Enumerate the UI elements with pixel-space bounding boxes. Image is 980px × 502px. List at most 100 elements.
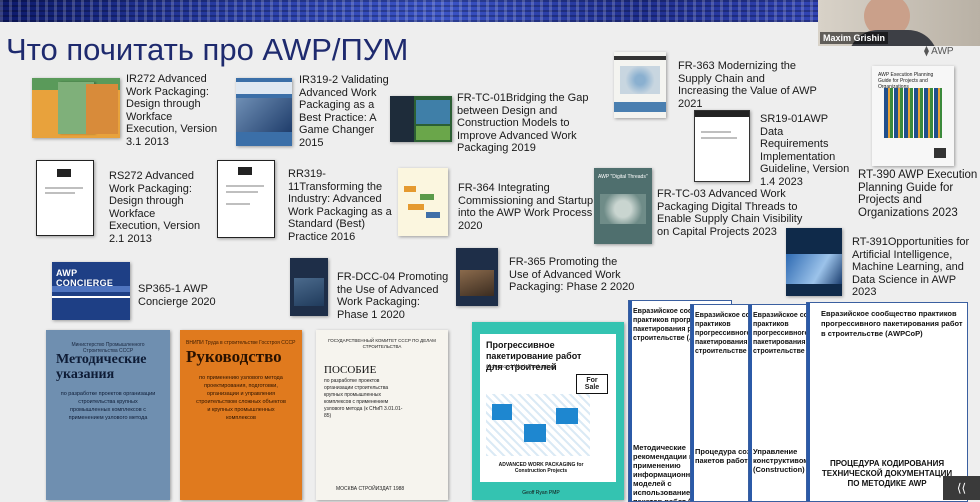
- cover-band: [52, 296, 130, 298]
- doc-title: ПРОЦЕДУРА КОДИРОВАНИЯ ТЕХНИЧЕСКОЙ ДОКУМЕ…: [821, 459, 953, 488]
- cover-band: [614, 56, 666, 60]
- cover-ir319: [236, 78, 292, 146]
- cover-ru-metod: Министерство Промышленного Строительства…: [46, 330, 170, 500]
- doc-header: Евразийское сообщество практиков прогрес…: [821, 309, 963, 338]
- cover-frtc03: AWP "Digital Threads": [594, 168, 652, 244]
- cover-ru-posob: ГОСУДАРСТВЕННЫЙ КОМИТЕТ СССР ПО ДЕЛАМ СТ…: [316, 330, 448, 500]
- cover-frdcc04: [290, 258, 328, 316]
- doc-title: Процедура создания пакетов работ: [695, 447, 773, 465]
- caption-fr365: FR-365 Promoting the Use of Advanced Wor…: [509, 256, 635, 293]
- caption-sr19: SR19-01AWP Data Requirements Implementat…: [760, 113, 850, 188]
- cover-image: [786, 254, 842, 284]
- cover-title: ПОСОБИЕ: [324, 364, 377, 376]
- slide-nav-button[interactable]: ⟨⟨: [943, 476, 980, 500]
- cover-band: [236, 82, 292, 94]
- cover-sp365: AWP CONCIERGE: [52, 262, 130, 320]
- doc-stripe: [629, 301, 632, 501]
- doc-header: Евразийское сообщество практиков прогрес…: [753, 312, 843, 355]
- caption-ir272: IR272 Advanced Work Packaging: Design th…: [126, 73, 218, 148]
- doc-title: Методические рекомендации по применению …: [633, 443, 726, 502]
- cover-publisher: МОСКВА СТРОЙИЗДАТ 1988: [336, 486, 405, 492]
- doc-title: Управление конструктивом (Construction): [753, 447, 809, 474]
- cover-image: [416, 100, 450, 124]
- caption-rt391: RT-391Opportunities for Artificial Intel…: [852, 236, 970, 298]
- cover-inner: [86, 84, 118, 134]
- cover-subtitle: по разработке проектов организации строи…: [60, 391, 156, 421]
- cover-org: ГОСУДАРСТВЕННЫЙ КОМИТЕТ СССР ПО ДЕЛАМ СТ…: [328, 338, 436, 349]
- cover-subtitle: по применению узлового метода проектиров…: [196, 375, 286, 421]
- cover-rt391: [786, 228, 842, 296]
- caption-fr364: FR-364 Integrating Commissioning and Sta…: [458, 182, 594, 232]
- cover-fr364: [398, 168, 448, 236]
- cover-title: AWP "Digital Threads": [598, 174, 648, 180]
- doc-header: Евразийское сообщество практиков прогрес…: [633, 308, 727, 342]
- cover-sr19: [694, 110, 750, 182]
- caption-frdcc04: FR-DCC-04 Promoting the Use of Advanced …: [337, 271, 449, 321]
- cover-image: [884, 88, 942, 138]
- doc-stripe: [691, 305, 694, 501]
- cover-title: AWP Execution Planning Guide for Project…: [878, 72, 934, 90]
- cover-fr363: [614, 52, 666, 118]
- cover-text-line: [701, 131, 731, 133]
- cover-title: Прогрессивное пакетирование работ для ст…: [486, 340, 582, 372]
- cover-image: [416, 126, 450, 140]
- caption-rs272: RS272 Advanced Work Packaging: Design th…: [109, 170, 201, 245]
- cover-ir272: [32, 78, 120, 138]
- cover-footer: ADVANCED WORK PACKAGING for Construction…: [498, 462, 584, 474]
- document-awpcop-4: Евразийское сообщество практиков прогрес…: [806, 302, 968, 502]
- caption-rt390: RT-390 AWP Execution Planning Guide for …: [858, 169, 978, 219]
- cover-image: [620, 66, 660, 94]
- cover-text-line: [45, 187, 83, 189]
- cover-logo: [238, 167, 252, 175]
- cover-text-line: [701, 137, 737, 139]
- cover-image: [600, 194, 646, 224]
- cover-frtc01: [390, 96, 452, 142]
- cover-subtitle: (Advanced Work Packaging): [486, 364, 556, 370]
- cover-image: [460, 270, 494, 296]
- doc-stripe: [749, 305, 752, 501]
- cover-title: Руководство: [186, 347, 282, 366]
- cover-fr365: [456, 248, 498, 306]
- cover-text-line: [226, 203, 250, 205]
- cover-author: Geoff Ryan PMP: [522, 490, 560, 496]
- caption-rr319: RR319-11Transforming the Industry: Advan…: [288, 168, 392, 243]
- awp-logo: ⧫ AWP: [924, 46, 954, 57]
- presenter-video[interactable]: Maxim Grishin: [818, 0, 980, 46]
- cover-rt390: AWP Execution Planning Guide for Project…: [872, 66, 954, 166]
- caption-frtc03: FR-TC-03 Advanced Work Packaging Digital…: [657, 188, 803, 238]
- cover-text-line: [45, 192, 75, 194]
- cover-title: AWP CONCIERGE: [56, 268, 114, 288]
- cover-illustration: [486, 394, 590, 456]
- cover-image: [236, 98, 292, 132]
- caption-ir319: IR319-2 Validating Advanced Work Packagi…: [299, 74, 389, 149]
- cover-text-line: [226, 191, 258, 193]
- cover-title: Методические указания: [56, 352, 147, 382]
- cover-logo: [57, 169, 71, 177]
- cover-subtitle: по разработке проектов организации строи…: [324, 378, 403, 419]
- cover-text-line: [226, 185, 264, 187]
- cover-diagram: [402, 182, 444, 222]
- cover-band: [695, 111, 749, 117]
- cover-logo: [934, 148, 946, 158]
- caption-sp365: SP365-1 AWP Concierge 2020: [138, 283, 216, 308]
- cover-org: Министерство Промышленного Строительства…: [71, 342, 145, 354]
- slide-title: Что почитать про AWP/ПУМ: [6, 32, 409, 67]
- cover-image: [294, 278, 324, 306]
- for-sale-sign: For Sale: [576, 374, 608, 394]
- header-banner: [0, 0, 980, 22]
- doc-stripe: [807, 303, 810, 501]
- caption-frtc01: FR-TC-01Bridging the Gap between Design …: [457, 92, 589, 154]
- cover-band: [614, 102, 666, 112]
- cover-ru-rukov: ВНИПИ Труда в строительстве Госстроя ССС…: [180, 330, 302, 500]
- cube-icon: ⧫: [924, 46, 932, 57]
- cover-band: [52, 286, 130, 292]
- cover-rs272: [36, 160, 94, 236]
- cover-rr319: [217, 160, 275, 238]
- logo-text: AWP: [931, 46, 954, 57]
- cover-org: ВНИПИ Труда в строительстве Госстроя ССС…: [186, 340, 296, 346]
- doc-header: Евразийское сообщество практиков прогрес…: [695, 312, 785, 355]
- caption-fr363: FR-363 Modernizing the Supply Chain and …: [678, 60, 817, 110]
- cover-paketirovanie: Прогрессивное пакетирование работ для ст…: [472, 322, 624, 500]
- cover-image: [390, 96, 414, 142]
- presenter-name: Maxim Grishin: [820, 32, 889, 44]
